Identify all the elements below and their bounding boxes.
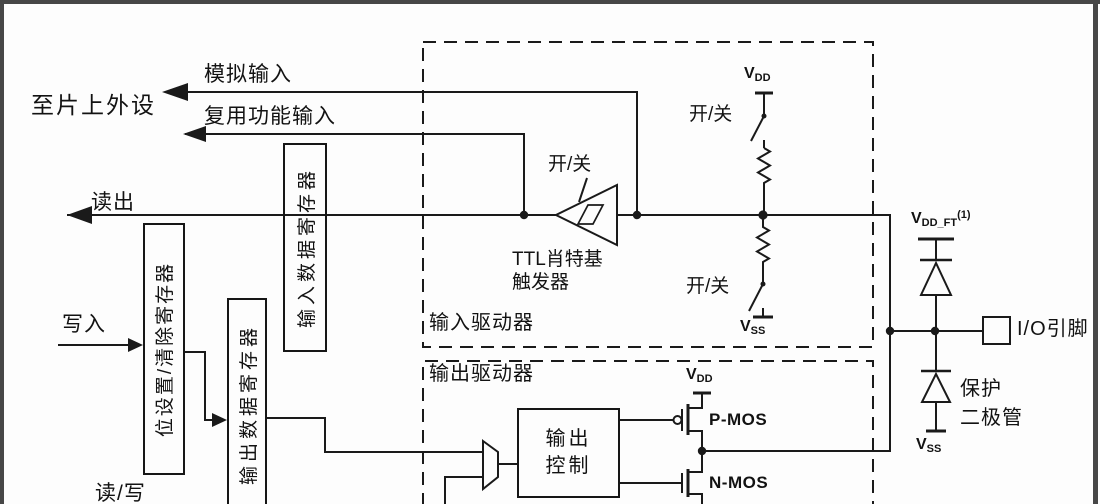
output-data-register-label: 输出数据寄存器 [238,323,260,485]
vss-protection-diode [920,331,952,433]
alternate-function-output-wire [444,476,483,504]
bsrr-to-odr-wire [185,351,227,427]
nmos-label: N-MOS [709,473,769,492]
pmos-label: P-MOS [709,410,768,429]
pullup-on-off-label: 开/关 [689,104,733,125]
vss-base: V [740,318,751,335]
bit-set-clear-register-box: 位设置/清除寄存器 [143,223,185,475]
protection-diodes-label-line2: 二极管 [960,407,1023,429]
odr-to-mux-wire [267,417,483,453]
vdd-ft-label: VDD_FT(1) [911,209,971,230]
analog-input-wire [162,83,638,215]
vdd-pullup-label: VDD [744,65,771,85]
vdd-sub: DD [696,373,713,385]
input-driver-dashed-box [422,41,874,348]
alternate-function-input-label: 复用功能输入 [204,105,336,128]
input-data-register-box: 输入数据寄存器 [283,143,327,352]
protection-diodes-label: 保护 二极管 [960,375,1023,433]
output-control-label-line2: 控制 [545,455,592,477]
io-pin-pad [982,316,1011,345]
pulldown-switch-resistor [748,215,773,319]
read-write-label: 读/写 [95,482,146,504]
vss-pulldown-label: VSS [740,318,765,338]
vdd-ft-base: V [911,210,922,227]
schmitt-trigger-label: TTL肖特基 触发器 [512,248,603,294]
vdd-ft-sub: DD_FT [921,217,958,229]
write-label: 写入 [62,313,106,336]
input-driver-label: 输入驱动器 [429,312,534,334]
to-on-chip-peripherals-label: 至片上外设 [31,92,156,118]
vddft-protection-diode [918,237,954,331]
vdd-output-driver-label: VDD [686,366,713,386]
pmos-transistor [620,391,711,451]
output-mux [482,439,517,492]
read-label: 读出 [91,191,135,214]
output-control-label-line1: 输出 [545,428,592,450]
vss-base: V [916,436,927,453]
output-driver-dashed-box [422,360,874,504]
vss-protection-label: VSS [916,436,941,456]
vdd-sub: DD [754,72,771,84]
vdd-base: V [744,65,755,82]
pulldown-on-off-label: 开/关 [686,276,730,297]
schmitt-trigger-label-line1: TTL肖特基 [512,249,603,270]
schmitt-on-off-label: 开/关 [548,154,592,175]
junction-dots [519,210,940,456]
write-wire [58,338,143,352]
schmitt-trigger [553,177,618,247]
io-pin-label: I/O引脚 [1017,318,1089,340]
bit-set-clear-register-label: 位设置/清除寄存器 [155,261,177,437]
output-control-box: 输出 控制 [517,408,620,498]
analog-input-label: 模拟输入 [204,63,292,86]
output-data-register-box: 输出数据寄存器 [227,298,267,504]
pullup-switch-resistor [750,91,773,215]
input-data-register-label: 输入数据寄存器 [296,166,318,329]
nmos-transistor [620,451,703,504]
schmitt-trigger-label-line2: 触发器 [512,272,570,293]
vss-sub: SS [750,325,766,337]
vdd-ft-sup: (1) [957,209,971,221]
output-driver-label: 输出驱动器 [429,363,534,385]
protection-diodes-label-line1: 保护 [960,378,1002,400]
vdd-base: V [686,366,697,383]
vss-sub: SS [926,443,942,455]
alternate-function-input-wire [183,126,525,215]
